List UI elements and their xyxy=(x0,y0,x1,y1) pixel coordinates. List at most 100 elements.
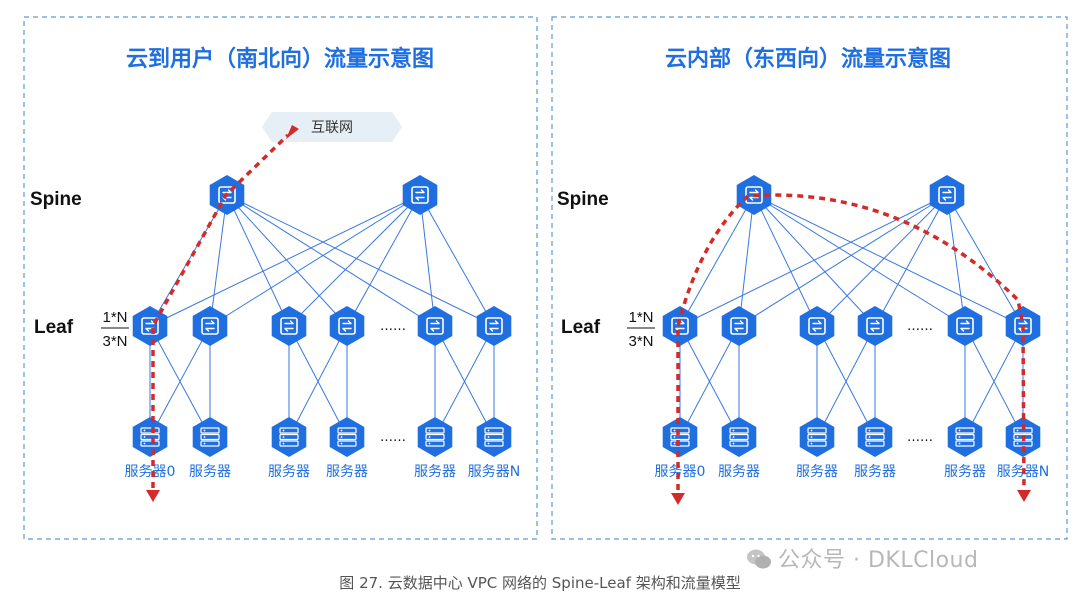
spine-leaf-link xyxy=(226,194,436,327)
switch-hexagon xyxy=(857,306,893,346)
server-rack-icon xyxy=(140,427,160,434)
server-rack-icon xyxy=(140,433,160,441)
ratio-top: 1*N xyxy=(102,309,127,326)
arrows-icon xyxy=(870,320,880,332)
server-label: 服务器 xyxy=(268,464,310,480)
server-led xyxy=(282,436,285,438)
server-led xyxy=(1016,442,1019,445)
leaf-server-link xyxy=(964,325,1024,438)
server-rack-icon xyxy=(484,433,504,441)
leaf-switch xyxy=(662,306,698,346)
leaf-switch xyxy=(132,306,168,346)
server-led xyxy=(1016,436,1019,438)
switch-icon xyxy=(338,317,356,335)
server-hexagon xyxy=(857,417,893,457)
server-led xyxy=(203,436,206,438)
server-rack-icon xyxy=(670,427,690,434)
switch-icon xyxy=(938,186,956,204)
server-led xyxy=(203,429,206,432)
leaf-switch xyxy=(329,306,365,346)
server-rack-icon xyxy=(865,433,885,441)
arrows-icon xyxy=(222,189,232,201)
server-hexagon xyxy=(662,417,698,457)
spine-leaf-link xyxy=(419,194,436,327)
server-rack-icon xyxy=(279,440,299,447)
leaf-switch xyxy=(271,306,307,346)
server-led xyxy=(487,436,490,438)
server-led xyxy=(958,429,961,432)
server-hexagon xyxy=(329,417,365,457)
arrows-icon xyxy=(145,320,155,332)
server-label: 服务器0 xyxy=(125,464,176,480)
server-node xyxy=(947,417,983,457)
spine-leaf-link xyxy=(816,194,948,327)
server-label: 服务器 xyxy=(189,464,231,480)
switch-icon xyxy=(426,317,444,335)
server-label: 服务器 xyxy=(796,464,838,480)
switch-icon xyxy=(411,186,429,204)
internet-badge xyxy=(262,112,402,142)
switch-icon xyxy=(201,317,219,335)
server-hexagon xyxy=(799,417,835,457)
server-led xyxy=(428,429,431,432)
server-rack-icon xyxy=(807,433,827,441)
spine-leaf-link xyxy=(419,194,495,327)
server-label: 服务器 xyxy=(718,464,760,480)
server-rack-icon xyxy=(865,427,885,434)
switch-hexagon xyxy=(192,306,228,346)
server-rack-icon xyxy=(955,440,975,447)
server-led xyxy=(487,429,490,432)
switch-icon xyxy=(730,317,748,335)
server-led xyxy=(282,442,285,445)
server-rack-icon xyxy=(729,433,749,441)
internet-node: 互联网 xyxy=(262,112,402,142)
server-hexagon xyxy=(132,417,168,457)
arrows-icon xyxy=(284,320,294,332)
panel-title: 云到用户（南北向）流量示意图 xyxy=(126,46,434,72)
switch-hexagon xyxy=(662,306,698,346)
watermark: 公众号 · DKLCloud xyxy=(746,542,978,574)
server-hexagon xyxy=(947,417,983,457)
leaf-server-link xyxy=(816,325,876,438)
server-led xyxy=(810,442,813,445)
server-rack-icon xyxy=(484,440,504,447)
server-rack-icon xyxy=(425,440,445,447)
server-led xyxy=(282,429,285,432)
flow-arrowhead xyxy=(671,493,685,505)
server-rack-icon xyxy=(865,440,885,447)
server-node xyxy=(192,417,228,457)
server-led xyxy=(487,442,490,445)
server-label: 服务器 xyxy=(944,464,986,480)
switch-hexagon xyxy=(417,306,453,346)
server-node xyxy=(329,417,365,457)
leaf-server-link xyxy=(679,325,740,438)
spine-leaf-link xyxy=(753,194,818,327)
panel-border xyxy=(551,16,1068,540)
arrows-icon xyxy=(942,189,952,201)
flow-arrowhead xyxy=(286,125,299,139)
arrows-icon xyxy=(960,320,970,332)
server-hexagon xyxy=(476,417,512,457)
server-rack-icon xyxy=(200,440,220,447)
spine-switch xyxy=(929,175,965,215)
arrows-icon xyxy=(749,189,759,201)
leaf-label: Leaf xyxy=(34,317,74,338)
switch-icon xyxy=(218,186,236,204)
server-rack-icon xyxy=(425,433,445,441)
switch-icon xyxy=(866,317,884,335)
server-led xyxy=(732,436,735,438)
leaf-ellipsis: …… xyxy=(907,319,933,334)
spine-leaf-link xyxy=(738,194,755,327)
watermark-text: 公众号 · DKLCloud xyxy=(778,548,979,573)
switch-icon xyxy=(141,317,159,335)
spine-leaf-link xyxy=(738,194,948,327)
arrows-icon xyxy=(1018,320,1028,332)
server-rack-icon xyxy=(337,433,357,441)
server-led xyxy=(673,436,676,438)
server-node xyxy=(417,417,453,457)
server-rack-icon xyxy=(807,440,827,447)
server-led xyxy=(340,442,343,445)
server-rack-icon xyxy=(200,433,220,441)
server-label: 服务器N xyxy=(468,464,520,480)
